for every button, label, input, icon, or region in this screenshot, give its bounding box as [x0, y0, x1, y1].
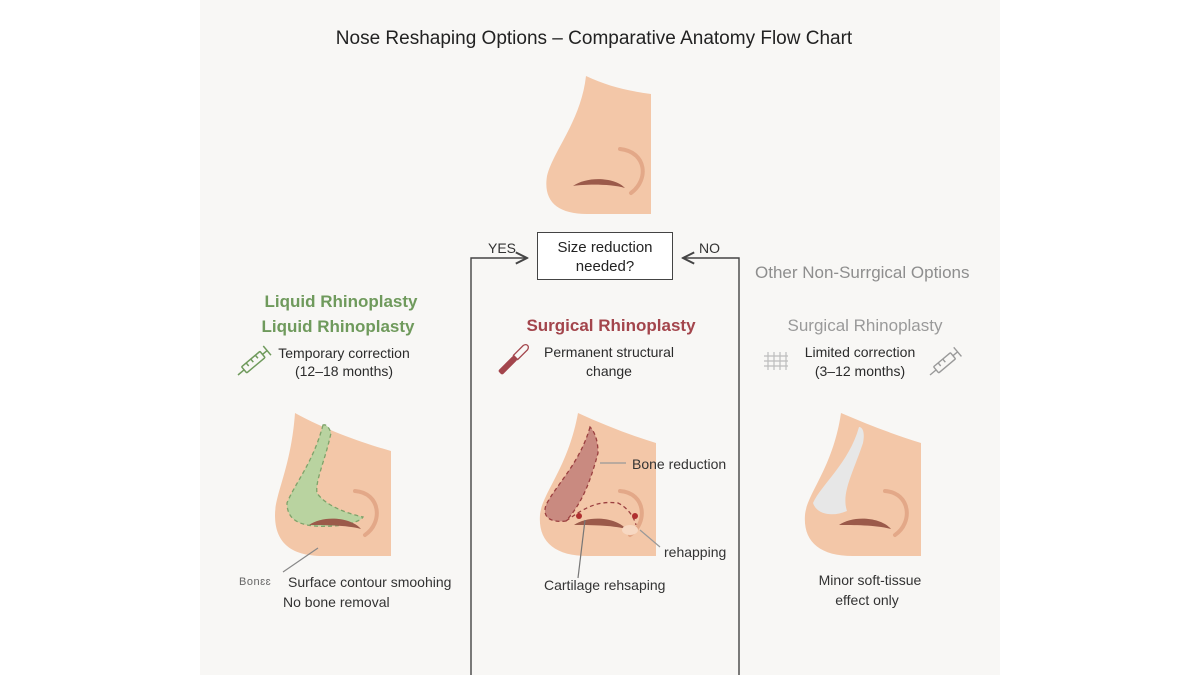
liquid-note-line-1: Surface contour smoohing: [288, 574, 452, 590]
bone-reduction-zone: [544, 425, 599, 523]
surgical-desc-line-2: change: [586, 363, 632, 379]
yes-connector: [470, 258, 527, 675]
other-desc-line-2: (3–12 months): [814, 363, 906, 379]
page-title: Nose Reshaping Options – Comparative Ana…: [335, 28, 853, 49]
decision-line-2: needed?: [575, 258, 635, 275]
liquid-nose-illustration: [275, 413, 391, 556]
filler-zone: [286, 424, 364, 527]
tip-pointer: [639, 529, 661, 548]
syringe-icon: [237, 345, 272, 376]
other-note-line-2: effect only: [835, 592, 899, 608]
thread-lift-icon: [764, 352, 788, 370]
bone-reduction-label: Bone reduction: [632, 456, 727, 472]
liquid-heading-2: Liquid Rhinoplasty: [261, 317, 415, 336]
liquid-desc-line-2: (12–18 months): [294, 363, 394, 379]
other-options-label: Other Non-Surrgical Options: [755, 263, 970, 282]
other-nose-illustration: [804, 413, 921, 556]
scalpel-icon: [498, 344, 529, 375]
decision-box: Size reduction needed?: [537, 232, 673, 280]
other-note-line-1: Minor soft-tissue: [818, 572, 922, 588]
flow-connectors: [470, 258, 740, 675]
no-connector: [683, 258, 740, 675]
top-nose-illustration: [546, 76, 651, 214]
liquid-heading-1: Liquid Rhinoplasty: [264, 292, 418, 311]
no-label: NO: [699, 240, 720, 256]
liquid-desc-line-1: Temporary correction: [278, 345, 410, 361]
other-heading: Surgical Rhinoplasty: [787, 316, 943, 335]
other-desc-line-1: Limited correction: [804, 344, 916, 360]
cartilage-reshaping-label: Cartilage rehsaping: [544, 577, 666, 593]
bone-pointer: [282, 547, 319, 573]
bone-small-label: Bonɛɛ: [239, 576, 272, 588]
surgical-heading: Surgical Rhinoplasty: [526, 316, 696, 335]
surgical-nose-illustration: [539, 413, 656, 556]
decision-line-1: Size reduction: [557, 239, 653, 256]
syringe-icon-grey: [929, 346, 962, 376]
cartilage-pointer: [577, 519, 586, 579]
soft-tissue-zone: [813, 427, 864, 515]
surgical-desc-line-1: Permanent structural: [544, 344, 674, 360]
tip-reshaping-label: rehapping: [664, 544, 727, 560]
liquid-note-line-2: No bone removal: [283, 594, 390, 610]
yes-label: YES: [488, 240, 517, 256]
